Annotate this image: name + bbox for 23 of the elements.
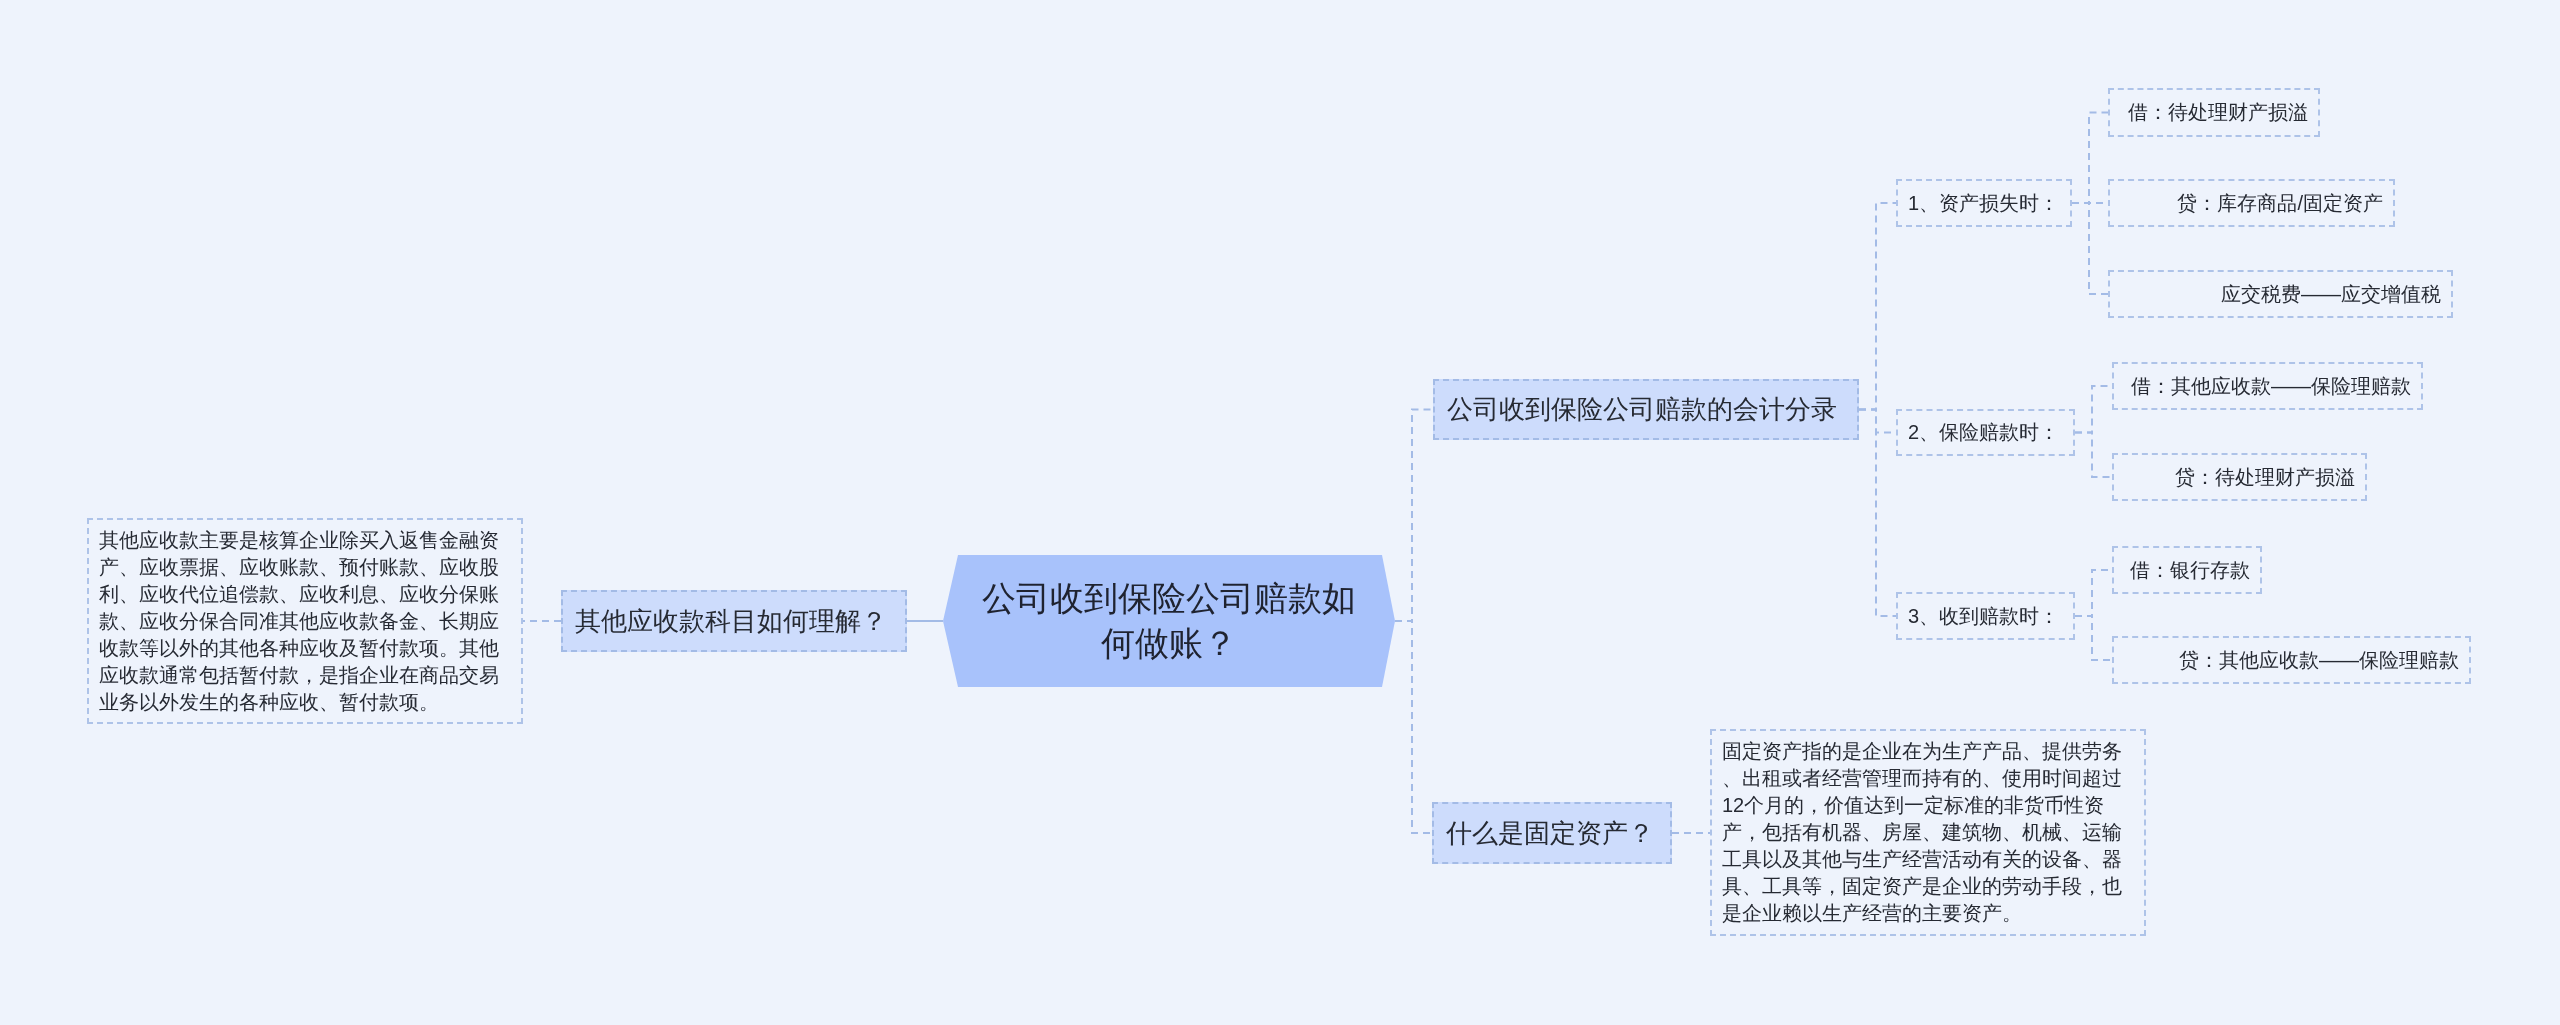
connector-line bbox=[906, 620, 944, 622]
connector-line bbox=[1858, 408, 1897, 617]
entry-box: 贷：库存商品/固定资产 bbox=[2108, 179, 2395, 227]
subtopic-box: 2、保险赔款时： bbox=[1896, 409, 2075, 456]
entry-box: 应交税费——应交增值税 bbox=[2108, 270, 2453, 318]
connector-line bbox=[1671, 832, 1711, 834]
topic-box: 什么是固定资产？ bbox=[1432, 802, 1672, 864]
connector-line bbox=[522, 620, 562, 622]
connector-line bbox=[2074, 431, 2113, 478]
note-box: 固定资产指的是企业在为生产产品、提供劳务、出租或者经营管理而持有的、使用时间超过12个月的，价值达到一定标准的非货币性资产，包括有机器、房屋、建筑物、机械、运输工具以及其他与生产经营活动有关的设备、器具、工具等，固定资产是企业的劳动手段，也是企业赖以生产经营的主要资产。 bbox=[1710, 729, 2146, 936]
connector-line bbox=[1394, 620, 1433, 834]
connector-line bbox=[2074, 615, 2113, 661]
topic-box: 公司收到保险公司赔款的会计分录 bbox=[1433, 379, 1859, 440]
topic-box: 其他应收款科目如何理解？ bbox=[561, 590, 907, 652]
entry-box: 借：待处理财产损溢 bbox=[2108, 88, 2320, 137]
entry-box: 借：银行存款 bbox=[2112, 546, 2262, 594]
central-topic-hexagon: 公司收到保险公司赔款如何做账？ bbox=[943, 555, 1395, 687]
note-box: 其他应收款主要是核算企业除买入返售金融资产、应收票据、应收账款、预付账款、应收股利、应收代位追偿款、应收利息、应收分保账款、应收分保合同准其他应收款备金、长期应收款等以外的其他各种应收及暂付款项。其他应收款通常包括暂付款，是指企业在商品交易业务以外发生的各种应收、暂付款项。 bbox=[87, 518, 523, 724]
entry-box: 贷：其他应收款——保险理赔款 bbox=[2112, 636, 2471, 684]
subtopic-box: 3、收到赔款时： bbox=[1896, 592, 2075, 640]
entry-box: 贷：待处理财产损溢 bbox=[2112, 453, 2367, 501]
subtopic-box: 1、资产损失时： bbox=[1896, 179, 2072, 227]
entry-box: 借：其他应收款——保险理赔款 bbox=[2112, 362, 2423, 410]
